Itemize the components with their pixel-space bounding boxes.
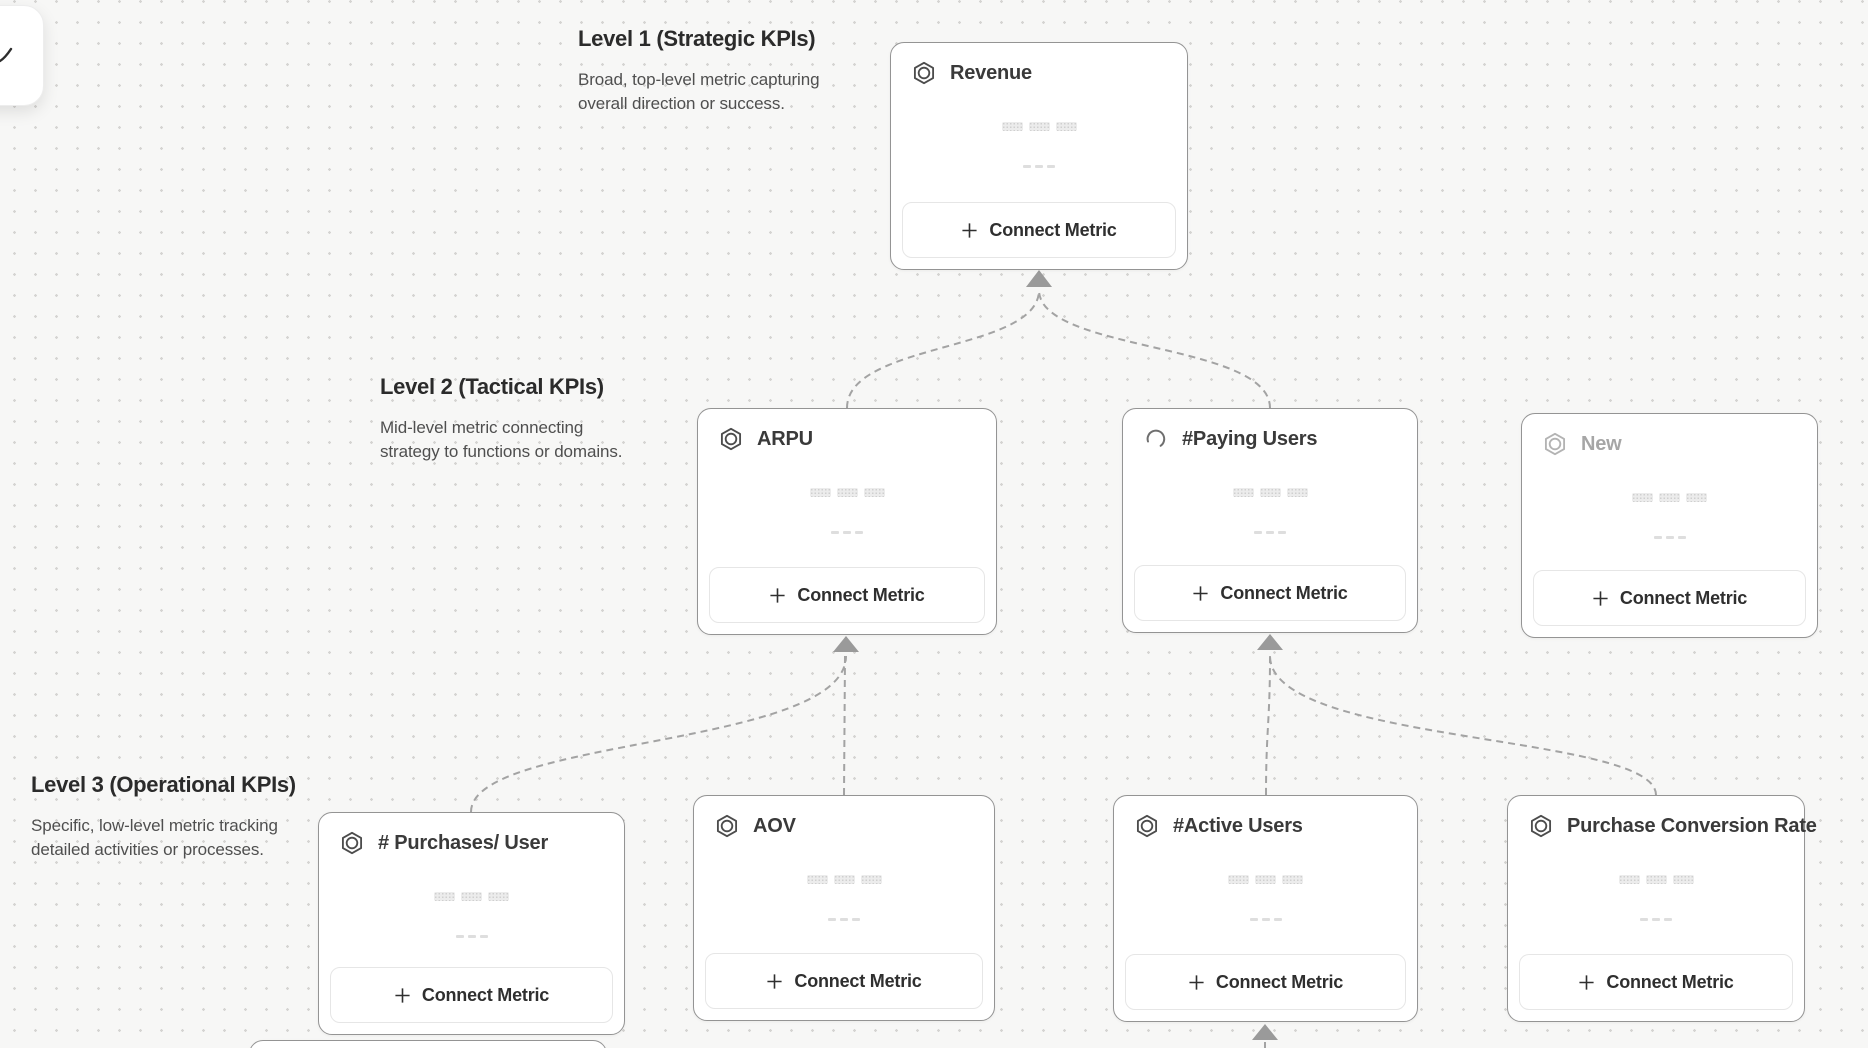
skeleton-placeholder-bars <box>319 892 624 901</box>
plus-icon <box>1193 585 1208 601</box>
level-1-title: Level 1 (Strategic KPIs) <box>578 26 816 51</box>
plus-icon <box>767 973 782 989</box>
metric-card-title: #Active Users <box>1173 814 1303 837</box>
level-2-title: Level 2 (Tactical KPIs) <box>380 374 604 399</box>
connect-metric-label: Connect Metric <box>1220 582 1348 603</box>
card-header: AOV <box>714 813 796 839</box>
metric-card-partial-offscreen[interactable] <box>249 1040 607 1048</box>
skeleton-placeholder-bars <box>1522 493 1817 502</box>
cursor-icon <box>0 47 13 63</box>
connect-metric-label: Connect Metric <box>989 219 1117 240</box>
metric-card-arpu[interactable]: ARPU Connect Metric <box>697 408 997 635</box>
connect-metric-button[interactable]: Connect Metric <box>330 967 613 1023</box>
metric-card-title: Purchase Conversion Rate <box>1567 814 1817 837</box>
level-1-description: Broad, top-level metric capturing overal… <box>578 70 820 113</box>
metric-card-active-users[interactable]: #Active Users Connect Metric <box>1113 795 1418 1022</box>
connect-metric-button[interactable]: Connect Metric <box>1533 570 1806 626</box>
metric-hexagon-icon <box>714 813 740 839</box>
skeleton-placeholder-dashes <box>1114 918 1417 921</box>
metric-card-title: AOV <box>753 814 796 837</box>
arrowhead-paying <box>1257 634 1283 650</box>
level-2-description: Mid-level metric connecting strategy to … <box>380 418 623 461</box>
metric-card-revenue[interactable]: Revenue Connect Metric <box>890 42 1188 270</box>
level-3-label: Level 3 (Operational KPIs) Specific, low… <box>31 772 296 862</box>
plus-icon <box>395 987 410 1003</box>
connect-metric-label: Connect Metric <box>421 984 550 1005</box>
connector-pcr-paying <box>1269 655 1657 796</box>
connect-metric-label: Connect Metric <box>794 970 922 991</box>
skeleton-placeholder-dashes <box>694 918 994 921</box>
plus-icon <box>962 222 977 238</box>
card-header: Purchase Conversion Rate <box>1528 813 1817 839</box>
level-1-label: Level 1 (Strategic KPIs) Broad, top-leve… <box>578 26 820 116</box>
metric-hexagon-icon <box>1528 813 1554 839</box>
connector-arpu-revenue <box>846 289 1040 409</box>
connector-active-paying <box>1265 655 1271 796</box>
connector-aov-arpu <box>843 655 846 796</box>
connect-metric-button[interactable]: Connect Metric <box>902 202 1176 258</box>
metric-card-purchase-conversion-rate[interactable]: Purchase Conversion Rate Connect Metric <box>1507 795 1817 1022</box>
metric-card-purchases-per-user[interactable]: # Purchases/ User Connect Metric <box>318 812 625 1035</box>
metric-hexagon-icon <box>1542 431 1568 457</box>
metric-hexagon-icon <box>1134 813 1160 839</box>
metric-hexagon-icon <box>339 830 365 856</box>
skeleton-placeholder-bars <box>891 122 1187 131</box>
connect-metric-button[interactable]: Connect Metric <box>1134 565 1406 621</box>
arrowhead-active <box>1252 1024 1278 1040</box>
plus-icon <box>1593 590 1608 606</box>
skeleton-placeholder-dashes <box>1123 531 1417 534</box>
metric-card-title: New <box>1581 432 1622 455</box>
metric-card-title: #Paying Users <box>1182 427 1318 450</box>
plus-icon <box>1189 974 1204 990</box>
canvas-tool-button[interactable] <box>0 5 44 106</box>
metric-hexagon-icon <box>911 60 937 86</box>
card-header: ARPU <box>718 426 813 452</box>
level-3-description: Specific, low-level metric tracking deta… <box>31 816 278 859</box>
card-header: #Paying Users <box>1143 426 1317 452</box>
connect-metric-label: Connect Metric <box>1215 971 1344 992</box>
metric-card-new[interactable]: New Connect Metric <box>1521 413 1818 638</box>
skeleton-placeholder-bars <box>694 875 994 884</box>
connect-metric-button[interactable]: Connect Metric <box>709 567 985 623</box>
metric-card-aov[interactable]: AOV Connect Metric <box>693 795 995 1021</box>
card-header: # Purchases/ User <box>339 830 548 856</box>
card-header: #Active Users <box>1134 813 1303 839</box>
connect-metric-button[interactable]: Connect Metric <box>1125 954 1406 1010</box>
connect-metric-label: Connect Metric <box>797 584 925 605</box>
skeleton-placeholder-dashes <box>1508 918 1804 921</box>
connector-paying-revenue <box>1038 289 1271 409</box>
skeleton-placeholder-bars <box>698 488 996 497</box>
plus-icon <box>1579 974 1594 990</box>
loading-spinner-icon <box>1143 426 1169 452</box>
metric-card-title: # Purchases/ User <box>378 831 549 854</box>
metric-card-title: Revenue <box>950 61 1032 84</box>
connect-metric-label: Connect Metric <box>1619 587 1748 608</box>
connector-purchases-arpu <box>470 655 847 813</box>
plus-icon <box>770 587 785 603</box>
connect-metric-label: Connect Metric <box>1606 971 1734 992</box>
skeleton-placeholder-dashes <box>319 935 624 938</box>
connect-metric-button[interactable]: Connect Metric <box>705 953 983 1009</box>
skeleton-placeholder-dashes <box>698 531 996 534</box>
skeleton-placeholder-bars <box>1508 875 1804 884</box>
skeleton-placeholder-dashes <box>891 165 1187 168</box>
metric-card-title: ARPU <box>757 427 813 450</box>
arrowhead-arpu <box>833 636 859 652</box>
metric-hexagon-icon <box>718 426 744 452</box>
level-3-title: Level 3 (Operational KPIs) <box>31 772 296 797</box>
skeleton-placeholder-dashes <box>1522 536 1817 539</box>
card-header: Revenue <box>911 60 1032 86</box>
arrowhead-revenue <box>1026 270 1052 287</box>
connect-metric-button[interactable]: Connect Metric <box>1519 954 1793 1010</box>
level-2-label: Level 2 (Tactical KPIs) Mid-level metric… <box>380 374 622 464</box>
metric-card-paying-users[interactable]: #Paying Users Connect Metric <box>1122 408 1418 633</box>
skeleton-placeholder-bars <box>1114 875 1417 884</box>
skeleton-placeholder-bars <box>1123 488 1417 497</box>
card-header: New <box>1542 431 1622 457</box>
